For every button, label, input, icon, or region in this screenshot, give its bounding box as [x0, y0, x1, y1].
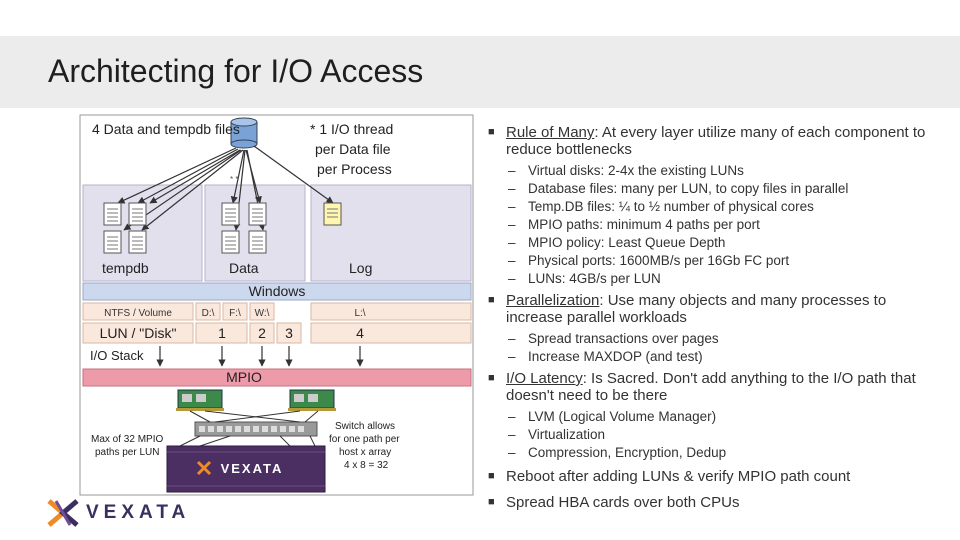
lun-number: 4	[356, 325, 364, 341]
log-label: Log	[349, 260, 372, 276]
ntfs-label: NTFS / Volume	[104, 308, 172, 319]
tempdb-file-icon	[128, 202, 147, 226]
switch-label: host x array	[339, 447, 391, 458]
mpio-label: MPIO	[226, 369, 262, 385]
vexata-logo-icon	[47, 499, 79, 527]
sub-item: –Temp.DB files: ¼ to ½ number of physica…	[508, 199, 814, 214]
lun-number-cell	[195, 322, 248, 344]
lun-number-cell	[310, 322, 472, 344]
lun-number-cell	[276, 322, 302, 344]
data-file-icon	[221, 230, 240, 254]
lun-number: 3	[285, 325, 293, 341]
tempdb-file-icon	[128, 230, 147, 254]
sub-item: –Spread transactions over pages	[508, 331, 719, 346]
storage-array	[166, 445, 326, 493]
lun-label: LUN / "Disk"	[100, 325, 177, 341]
thread-label-2: per Data file	[315, 141, 391, 157]
tempdb-file-icon	[103, 230, 122, 254]
sub-item: –LUNs: 4GB/s per LUN	[508, 271, 661, 286]
log-panel	[310, 184, 472, 282]
ntfs-cell	[82, 302, 194, 321]
mpio-bar	[82, 368, 472, 387]
sub-item: –Compression, Encryption, Dedup	[508, 445, 727, 460]
bullet-parallelization: ■ Parallelization: Use many objects and …	[486, 292, 946, 326]
bullet-rule-of-many: ■ Rule of Many: At every layer utilize m…	[486, 124, 946, 158]
bullet-heading: Parallelization	[506, 292, 600, 309]
hba-card-icon	[176, 389, 224, 411]
tempdb-file-icon	[103, 202, 122, 226]
tempdb-label: tempdb	[102, 260, 149, 276]
lun-cell	[82, 322, 194, 344]
switch-label: for one path per	[329, 434, 400, 445]
sub-item: –MPIO paths: minimum 4 paths per port	[508, 217, 760, 232]
bullet-square-icon: ■	[488, 294, 495, 306]
thread-label-1: * 1 I/O thread	[310, 121, 393, 137]
drive-label: L:\	[354, 308, 365, 319]
bullet-text: : At every layer utilize many of each co…	[506, 124, 926, 158]
max-mpio-label: paths per LUN	[95, 447, 159, 458]
switch-label: 4 x 8 = 32	[344, 460, 389, 471]
lun-number: 1	[218, 325, 226, 341]
drive-cell	[222, 302, 248, 321]
hba-card-icon	[288, 389, 336, 411]
drive-label: F:\	[229, 308, 241, 319]
io-stack-label: I/O Stack	[90, 348, 144, 363]
sub-item: –Physical ports: 1600MB/s per 16Gb FC po…	[508, 253, 790, 268]
bullet-spread-hba: ■ Spread HBA cards over both CPUs	[486, 494, 946, 511]
data-files-label: 4 Data and tempdb files	[92, 121, 240, 137]
drive-label: W:\	[255, 308, 270, 319]
bullet-text: : Is Sacred. Don't add anything to the I…	[506, 370, 916, 404]
drive-label: D:\	[202, 308, 215, 319]
logo-text: VEXATA	[86, 502, 191, 523]
bullet-text: Spread HBA cards over both CPUs	[506, 494, 740, 511]
data-file-icon	[248, 202, 267, 226]
title-band	[0, 36, 960, 108]
sub-item: –MPIO policy: Least Queue Depth	[508, 235, 726, 250]
sub-list: –Virtual disks: 2-4x the existing LUNs –…	[508, 162, 946, 288]
database-cylinder-icon	[230, 117, 258, 149]
lun-number-cell	[249, 322, 275, 344]
bullet-heading: Rule of Many	[506, 124, 595, 141]
windows-bar	[82, 282, 472, 301]
drive-cell	[249, 302, 275, 321]
bullet-heading: I/O Latency	[506, 370, 583, 387]
sub-item: –LVM (Logical Volume Manager)	[508, 409, 717, 424]
sub-list: –Spread transactions over pages –Increas…	[508, 330, 946, 366]
bullet-square-icon: ■	[488, 372, 495, 384]
sub-item: –Virtual disks: 2-4x the existing LUNs	[508, 163, 744, 178]
bullet-io-latency: ■ I/O Latency: Is Sacred. Don't add anyt…	[486, 370, 946, 404]
data-file-icon	[248, 230, 267, 254]
sub-item: –Database files: many per LUN, to copy f…	[508, 181, 849, 196]
log-file-icon	[323, 202, 342, 226]
sub-item: –Increase MAXDOP (and test)	[508, 349, 703, 364]
svg-text:* *: * *	[230, 175, 238, 184]
bullet-square-icon: ■	[488, 496, 495, 508]
drive-cell	[195, 302, 221, 321]
array-brand: VEXATA	[221, 461, 284, 476]
sub-item: –Virtualization	[508, 427, 606, 442]
lun-number: 2	[258, 325, 266, 341]
data-file-icon	[221, 202, 240, 226]
windows-label: Windows	[249, 283, 306, 299]
fc-paths	[179, 410, 319, 447]
bullet-text: : Use many objects and many processes to…	[506, 292, 887, 326]
switch-label: Switch allows	[335, 421, 395, 432]
stack-arrows	[156, 346, 364, 367]
sub-list: –LVM (Logical Volume Manager) –Virtualiz…	[508, 408, 946, 462]
max-mpio-label: Max of 32 MPIO	[91, 434, 163, 445]
slide-title: Architecting for I/O Access	[48, 53, 424, 89]
bullet-reboot: ■ Reboot after adding LUNs & verify MPIO…	[486, 468, 946, 485]
data-label: Data	[229, 260, 259, 276]
bullet-list: ■ Rule of Many: At every layer utilize m…	[486, 124, 946, 515]
bullet-text: Reboot after adding LUNs & verify MPIO p…	[506, 468, 851, 485]
thread-label-3: per Process	[317, 161, 392, 177]
bullet-square-icon: ■	[488, 470, 495, 482]
vexata-mark-icon	[196, 460, 212, 476]
drive-cell	[310, 302, 472, 321]
bullet-square-icon: ■	[488, 126, 495, 138]
